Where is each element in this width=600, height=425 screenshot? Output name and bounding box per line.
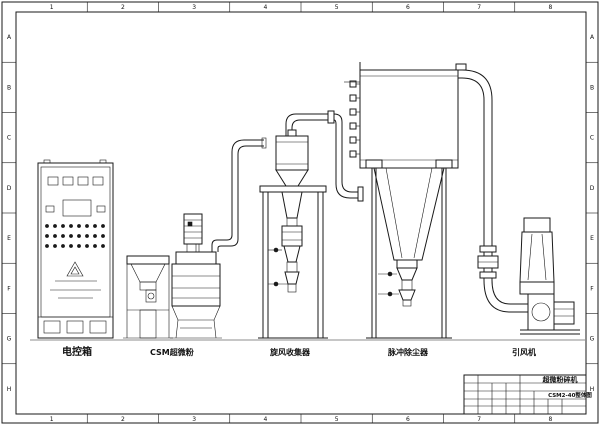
pulse-valves: [349, 80, 360, 158]
zone-label-top: 6: [406, 4, 410, 11]
zone-label-top: 4: [263, 4, 267, 11]
zone-label-right: F: [590, 285, 594, 292]
zone-label-bottom: 3: [192, 416, 196, 423]
knob: [101, 244, 105, 248]
zone-label-left: G: [7, 336, 12, 343]
cyclone-collector: [258, 110, 364, 339]
zone-label-bottom: 7: [477, 416, 481, 423]
pulse-dust-collector: [344, 62, 528, 339]
knob: [77, 244, 81, 248]
zone-label-right: D: [590, 185, 595, 192]
induced-draft-fan: [519, 217, 580, 335]
pulse-valve: [349, 136, 357, 144]
zone-label-bottom: 8: [548, 416, 552, 423]
knob: [45, 224, 49, 228]
zone-label-right: G: [590, 336, 595, 343]
knob: [77, 234, 81, 238]
zone-label-top: 8: [548, 4, 552, 11]
zone-label-left: F: [7, 285, 11, 292]
feeder-hopper: [123, 255, 173, 339]
label-cyclone: 旋风收集器: [269, 347, 311, 357]
label-mill: CSM超微粉: [150, 347, 194, 357]
knob: [101, 234, 105, 238]
knob: [69, 244, 73, 248]
knob: [53, 244, 57, 248]
knob: [77, 224, 81, 228]
zone-label-left: A: [7, 34, 12, 41]
pulse-valve: [349, 108, 357, 116]
zone-label-bottom: 6: [406, 416, 410, 423]
knob: [53, 234, 57, 238]
zone-label-left: B: [7, 84, 11, 91]
knob: [53, 224, 57, 228]
zone-label-top: 7: [477, 4, 481, 11]
knob: [85, 244, 89, 248]
zone-label-right: A: [590, 34, 595, 41]
zone-label-bottom: 4: [263, 416, 267, 423]
knob: [85, 224, 89, 228]
zone-label-right: C: [590, 135, 594, 142]
ultrafine-mill: [170, 139, 264, 339]
zone-label-right: E: [590, 235, 594, 242]
pulse-valve: [349, 94, 357, 102]
knob: [69, 234, 73, 238]
zone-label-left: C: [7, 135, 11, 142]
label-control-cabinet: 电控箱: [62, 345, 92, 358]
zone-label-left: E: [7, 235, 11, 242]
pulse-valve: [349, 150, 357, 158]
knob: [93, 234, 97, 238]
zone-label-top: 1: [50, 4, 54, 11]
zone-label-bottom: 1: [50, 416, 54, 423]
pulse-valve: [349, 122, 357, 130]
zone-label-left: D: [7, 185, 12, 192]
knob: [93, 224, 97, 228]
label-fan: 引风机: [512, 347, 536, 357]
knob: [45, 234, 49, 238]
zone-label-right: B: [590, 84, 594, 91]
zone-label-left: H: [7, 386, 12, 393]
zone-label-top: 2: [121, 4, 125, 11]
title-block: 超微粉碎机 CSM2-40整体图: [463, 374, 592, 415]
control-cabinet: [37, 159, 114, 339]
zone-label-top: 5: [335, 4, 339, 11]
zone-label-right: H: [590, 386, 595, 393]
knob: [61, 244, 65, 248]
zone-label-top: 3: [192, 4, 196, 11]
manufacturer-logo: [50, 261, 101, 299]
cabinet-knobs: [45, 224, 105, 248]
label-pulse-collector: 脉冲除尘器: [387, 347, 429, 357]
knob: [45, 244, 49, 248]
zone-label-bottom: 2: [121, 416, 125, 423]
knob: [85, 234, 89, 238]
knob: [101, 224, 105, 228]
knob: [93, 244, 97, 248]
title-drawing-number: CSM2-40整体图: [548, 391, 592, 399]
knob: [61, 234, 65, 238]
knob: [69, 224, 73, 228]
zone-label-bottom: 5: [335, 416, 339, 423]
knob: [61, 224, 65, 228]
title-drawing-name: 超微粉碎机: [543, 375, 578, 384]
